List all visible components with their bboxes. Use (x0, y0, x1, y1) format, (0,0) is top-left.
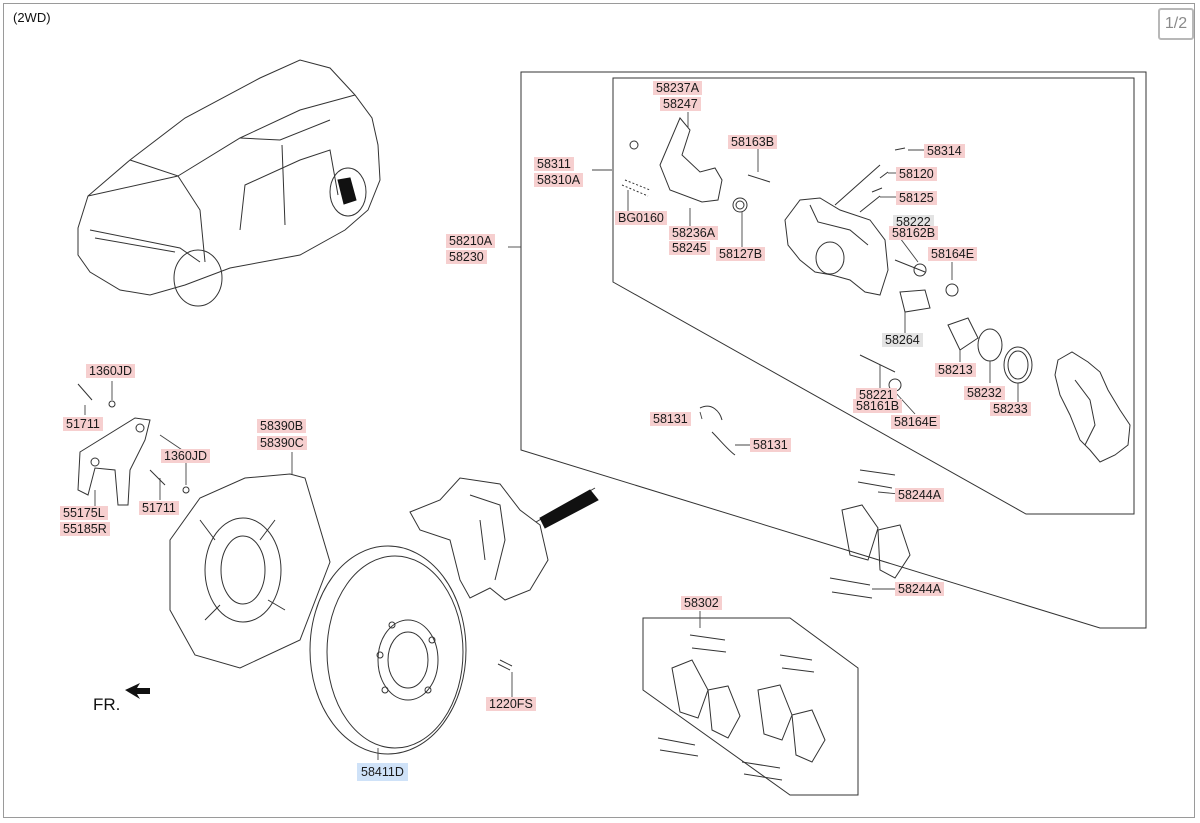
part-label-58244A-b[interactable]: 58244A (895, 582, 945, 596)
part-label-58311[interactable]: 58311 (534, 157, 574, 171)
caliper-bracket-illustration (77, 417, 151, 506)
part-label-51711-a[interactable]: 51711 (63, 417, 103, 431)
part-label-58237A[interactable]: 58237A (653, 81, 703, 95)
caliper-detail-outline (612, 77, 1135, 515)
part-label-58236A[interactable]: 58236A (669, 226, 719, 240)
part-label-58233[interactable]: 58233 (990, 402, 1031, 416)
caliper-illustration (409, 477, 549, 601)
part-label-58161B[interactable]: 58161B (853, 399, 903, 413)
part-label-58314[interactable]: 58314 (924, 144, 965, 158)
part-label-58244A-a[interactable]: 58244A (895, 488, 945, 502)
part-label-58390C[interactable]: 58390C (257, 436, 307, 450)
part-label-55185R[interactable]: 55185R (60, 522, 110, 536)
part-label-58264[interactable]: 58264 (882, 333, 923, 347)
dust-shield-illustration (169, 473, 331, 669)
caliper-assembly-outline (520, 71, 1147, 629)
part-label-58210A[interactable]: 58210A (446, 234, 496, 248)
part-label-58232[interactable]: 58232 (964, 386, 1005, 400)
part-label-58162B[interactable]: 58162B (889, 226, 939, 240)
part-label-58222[interactable]: 58222 (893, 215, 934, 229)
part-label-58310A[interactable]: 58310A (534, 173, 584, 187)
part-label-58131-b[interactable]: 58131 (750, 438, 791, 452)
part-label-58390B[interactable]: 58390B (257, 419, 307, 433)
part-label-BG0160[interactable]: BG0160 (615, 211, 667, 225)
diagram-frame (3, 3, 1195, 818)
part-label-1220FS[interactable]: 1220FS (486, 697, 536, 711)
part-label-58120[interactable]: 58120 (896, 167, 937, 181)
part-label-58302[interactable]: 58302 (681, 596, 722, 610)
part-label-58213[interactable]: 58213 (935, 363, 976, 377)
part-label-58163B[interactable]: 58163B (728, 135, 778, 149)
part-label-58230[interactable]: 58230 (446, 250, 487, 264)
part-label-58221[interactable]: 58221 (856, 388, 897, 402)
part-label-58131-a[interactable]: 58131 (650, 412, 691, 426)
variant-label: (2WD) (13, 10, 51, 25)
part-label-58411D[interactable]: 58411D (357, 763, 408, 781)
pad-kit-outline (642, 617, 859, 796)
part-label-58125[interactable]: 58125 (896, 191, 937, 205)
part-label-58164E[interactable]: 58164E (928, 247, 978, 261)
part-label-55175L[interactable]: 55175L (60, 506, 108, 520)
part-label-58127B[interactable]: 58127B (716, 247, 766, 261)
front-direction-label: FR. (93, 695, 121, 714)
part-label-58164E-b[interactable]: 58164E (891, 415, 941, 429)
part-label-58245[interactable]: 58245 (669, 241, 710, 255)
part-label-51711-b[interactable]: 51711 (139, 501, 179, 515)
part-label-1360JD-a[interactable]: 1360JD (86, 364, 136, 378)
part-label-1360JD-b[interactable]: 1360JD (161, 449, 211, 463)
brake-disc-illustration (309, 545, 467, 755)
part-label-58247[interactable]: 58247 (660, 97, 701, 111)
front-arrow-icon (125, 683, 150, 699)
page-indicator[interactable]: 1/2 (1158, 8, 1194, 40)
pad-illustrations (657, 469, 911, 781)
car-illustration (77, 59, 381, 307)
